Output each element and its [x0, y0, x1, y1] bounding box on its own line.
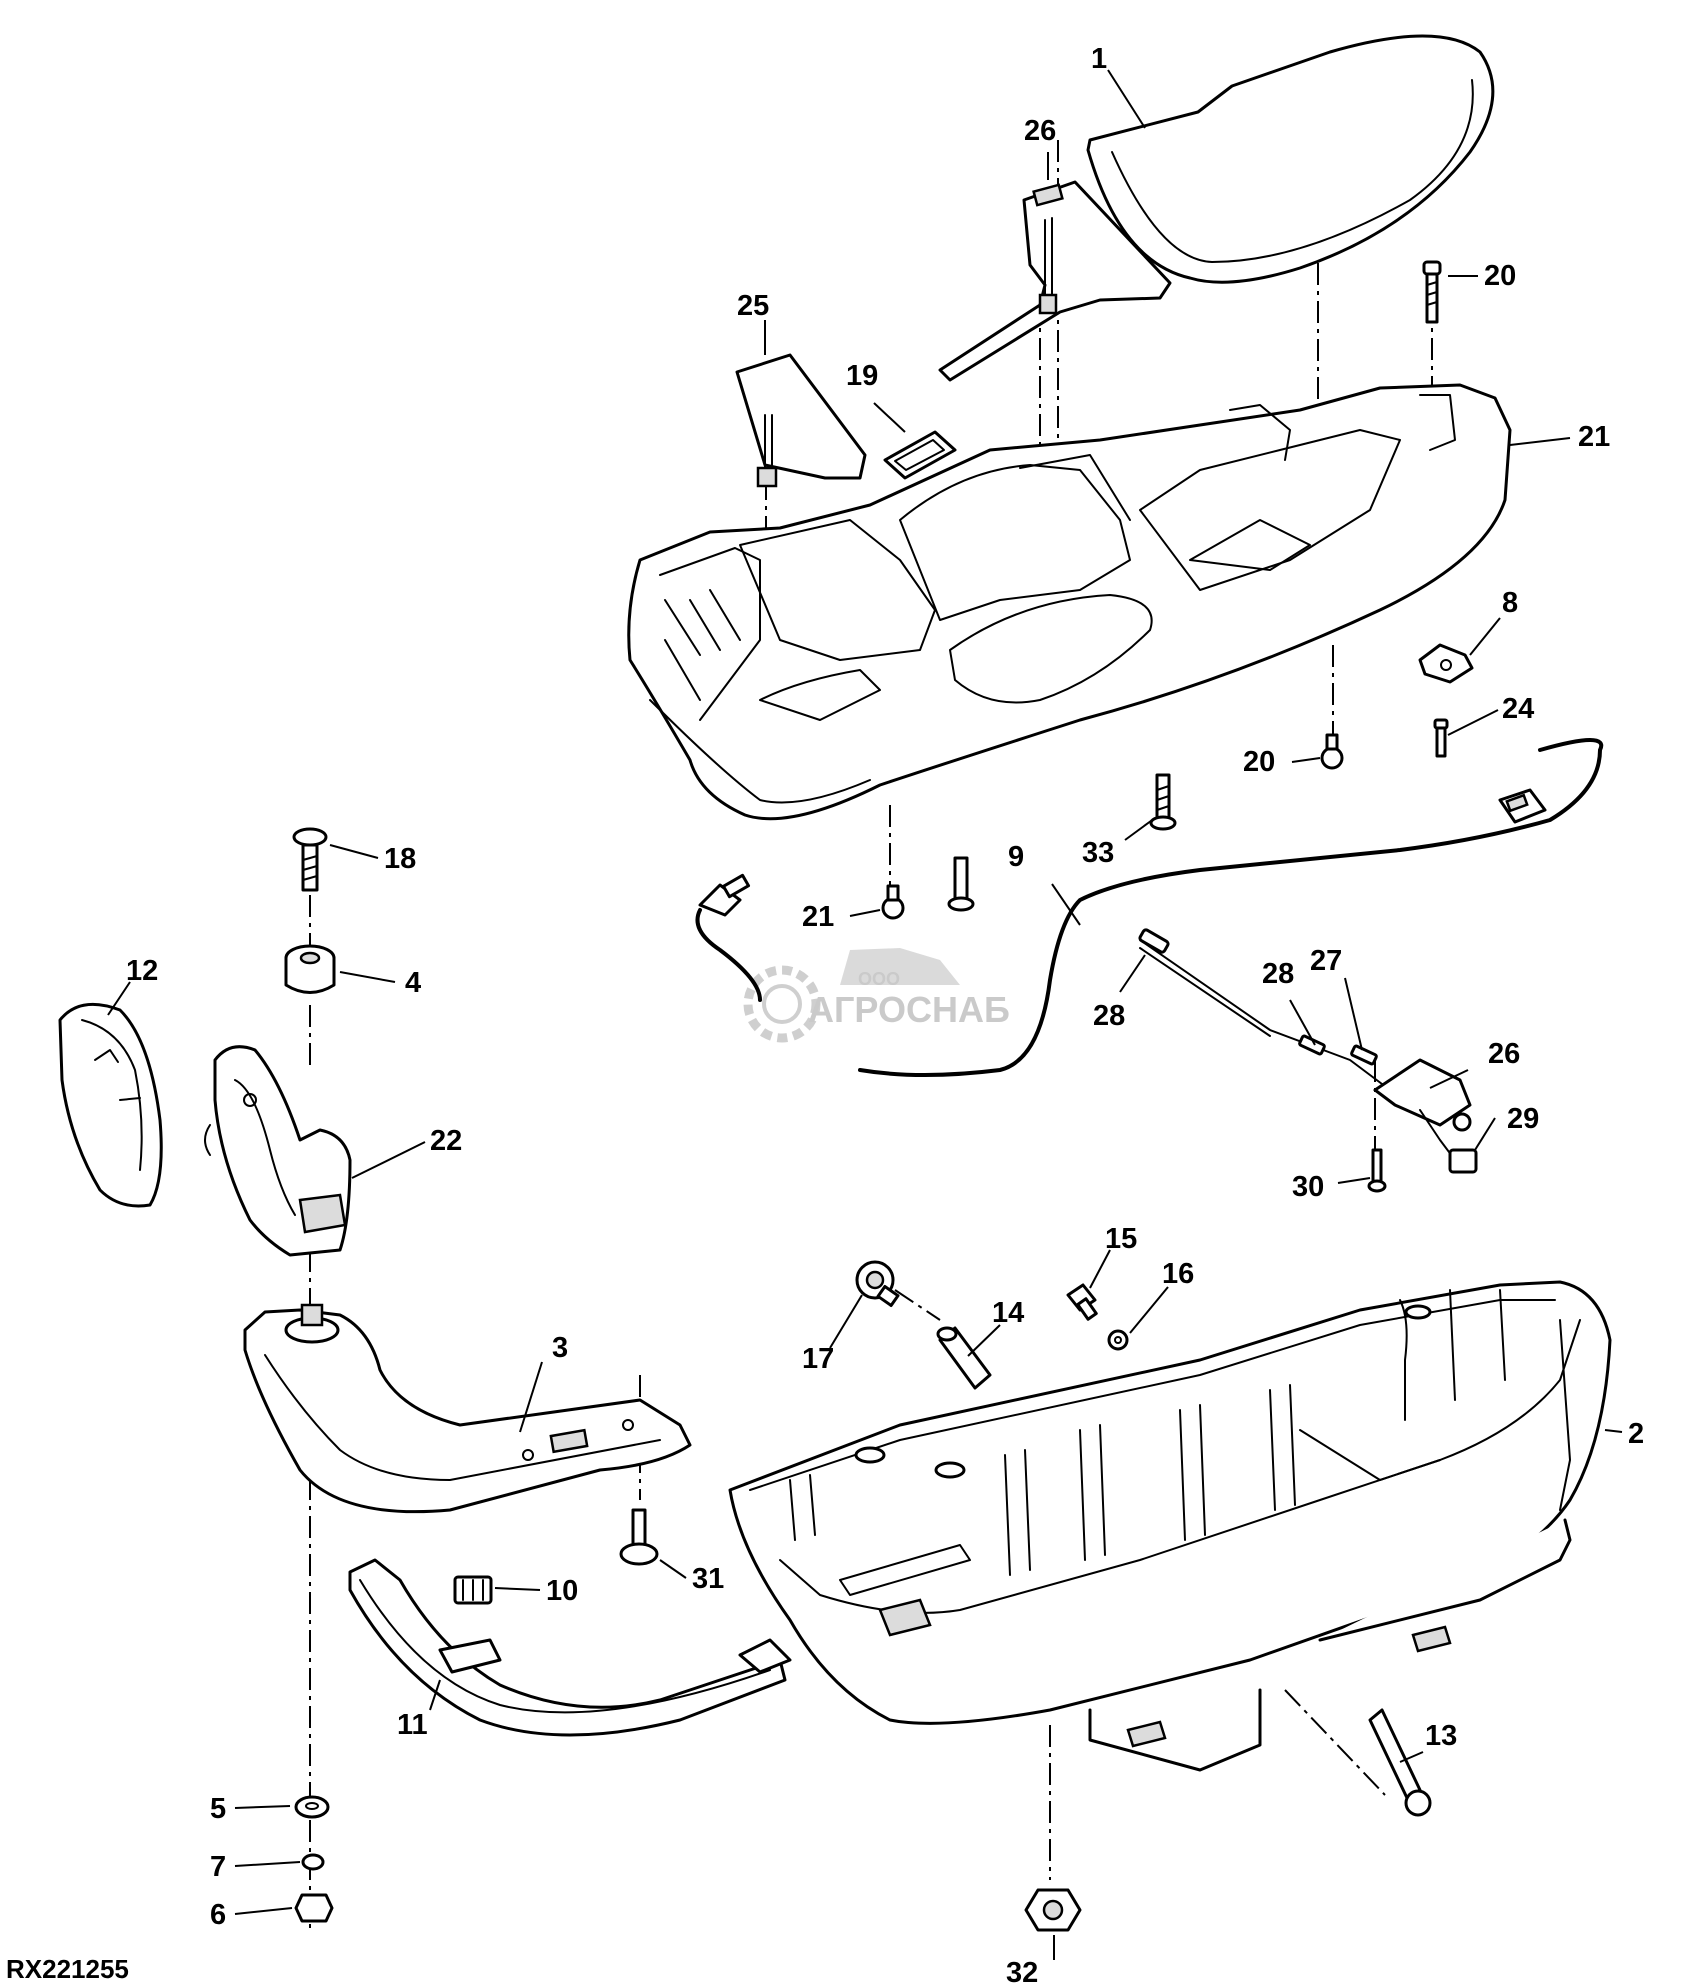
watermark-small: ООО	[858, 969, 900, 989]
part-14-pin	[936, 1326, 992, 1390]
callout-28-b: 28	[1262, 958, 1294, 990]
callout-19: 19	[846, 360, 878, 392]
part-17-knob	[855, 1260, 900, 1308]
part-15-screw	[1066, 1283, 1098, 1321]
part-33-screw	[1149, 773, 1177, 831]
callout-2: 2	[1628, 1418, 1644, 1450]
callout-8: 8	[1502, 587, 1518, 619]
callout-28-c: 28	[1093, 1000, 1125, 1032]
callout-22: 21	[1578, 421, 1610, 453]
callout-20: 20	[1484, 260, 1516, 292]
part-23-bracket	[204, 1045, 352, 1257]
callout-16: 16	[1162, 1258, 1194, 1290]
watermark-gear-icon	[743, 965, 821, 1043]
part-18-bolt	[292, 827, 328, 892]
watermark-tractor-icon	[840, 948, 960, 985]
callout-numbers: 1 26 20 25 19 21 8 24 20 33 9 21 27 28 2…	[126, 43, 1644, 1985]
figure-reference: RX221255	[6, 1954, 129, 1984]
part-12-end-cap	[58, 1002, 163, 1208]
part-13-bolt	[1368, 1708, 1432, 1817]
callout-18: 18	[384, 843, 416, 875]
callout-27: 26	[1024, 115, 1056, 147]
part-6-nut	[294, 1893, 334, 1923]
watermark-name: АГРОСНАБ	[808, 989, 1010, 1030]
part-9-wiring-harness	[695, 738, 1604, 1077]
callout-13: 13	[1425, 1720, 1457, 1752]
watermark: ООО АГРОСНАБ	[743, 948, 1010, 1043]
callout-3: 3	[552, 1332, 568, 1364]
part-11-trim-strip	[348, 1558, 792, 1737]
part-7-lockwasher	[301, 1853, 325, 1871]
part-4-spacer	[284, 944, 336, 994]
callout-14: 14	[992, 1297, 1024, 1329]
part-24-sensor	[1138, 928, 1478, 1193]
callout-10: 10	[546, 1575, 578, 1607]
part-33-bolt-left	[947, 856, 975, 912]
callout-32: 32	[1006, 1957, 1038, 1985]
callout-4: 4	[405, 967, 421, 999]
callout-28-a: 27	[1310, 945, 1342, 977]
callout-26: 25	[737, 290, 769, 322]
part-19-bezel	[883, 430, 957, 480]
callout-7: 7	[210, 1851, 226, 1883]
callout-29: 29	[1507, 1103, 1539, 1135]
part-5-washer	[294, 1795, 330, 1819]
part-8-clip	[1418, 643, 1474, 684]
part-22-upper-housing	[627, 383, 1512, 821]
callout-21-lower: 21	[802, 901, 834, 933]
part-27-label	[938, 180, 1172, 382]
callout-5: 5	[210, 1793, 226, 1825]
leader-lines	[107, 69, 1623, 1960]
callout-1: 1	[1091, 43, 1107, 75]
callout-17: 17	[802, 1343, 834, 1375]
part-32-nut	[1024, 1888, 1082, 1932]
part-3-arm	[243, 1303, 692, 1514]
callout-6: 6	[210, 1899, 226, 1931]
part-21-screw-lower	[881, 884, 905, 920]
callout-25: 24	[1502, 693, 1534, 725]
callout-12: 12	[126, 955, 158, 987]
callout-30: 30	[1292, 1171, 1324, 1203]
part-16-washer	[1107, 1329, 1129, 1351]
callout-31: 31	[692, 1563, 724, 1595]
callout-15: 15	[1105, 1223, 1137, 1255]
part-1-cushion-pad	[1086, 34, 1495, 284]
part-20-screw	[1422, 260, 1442, 324]
part-21-screw-upper	[1320, 733, 1344, 770]
part-31-bolt	[619, 1508, 659, 1566]
callout-11: 11	[397, 1709, 428, 1741]
part-10-clip	[453, 1575, 493, 1605]
part-25-screw	[1433, 718, 1449, 758]
callout-9: 9	[1008, 841, 1024, 873]
callout-33: 33	[1082, 837, 1114, 869]
part-26-cover	[735, 353, 867, 488]
callout-21-upper: 20	[1243, 746, 1275, 778]
part-2-lower-housing	[728, 1280, 1612, 1772]
callout-23: 22	[430, 1125, 462, 1157]
callout-24: 26	[1488, 1038, 1520, 1070]
